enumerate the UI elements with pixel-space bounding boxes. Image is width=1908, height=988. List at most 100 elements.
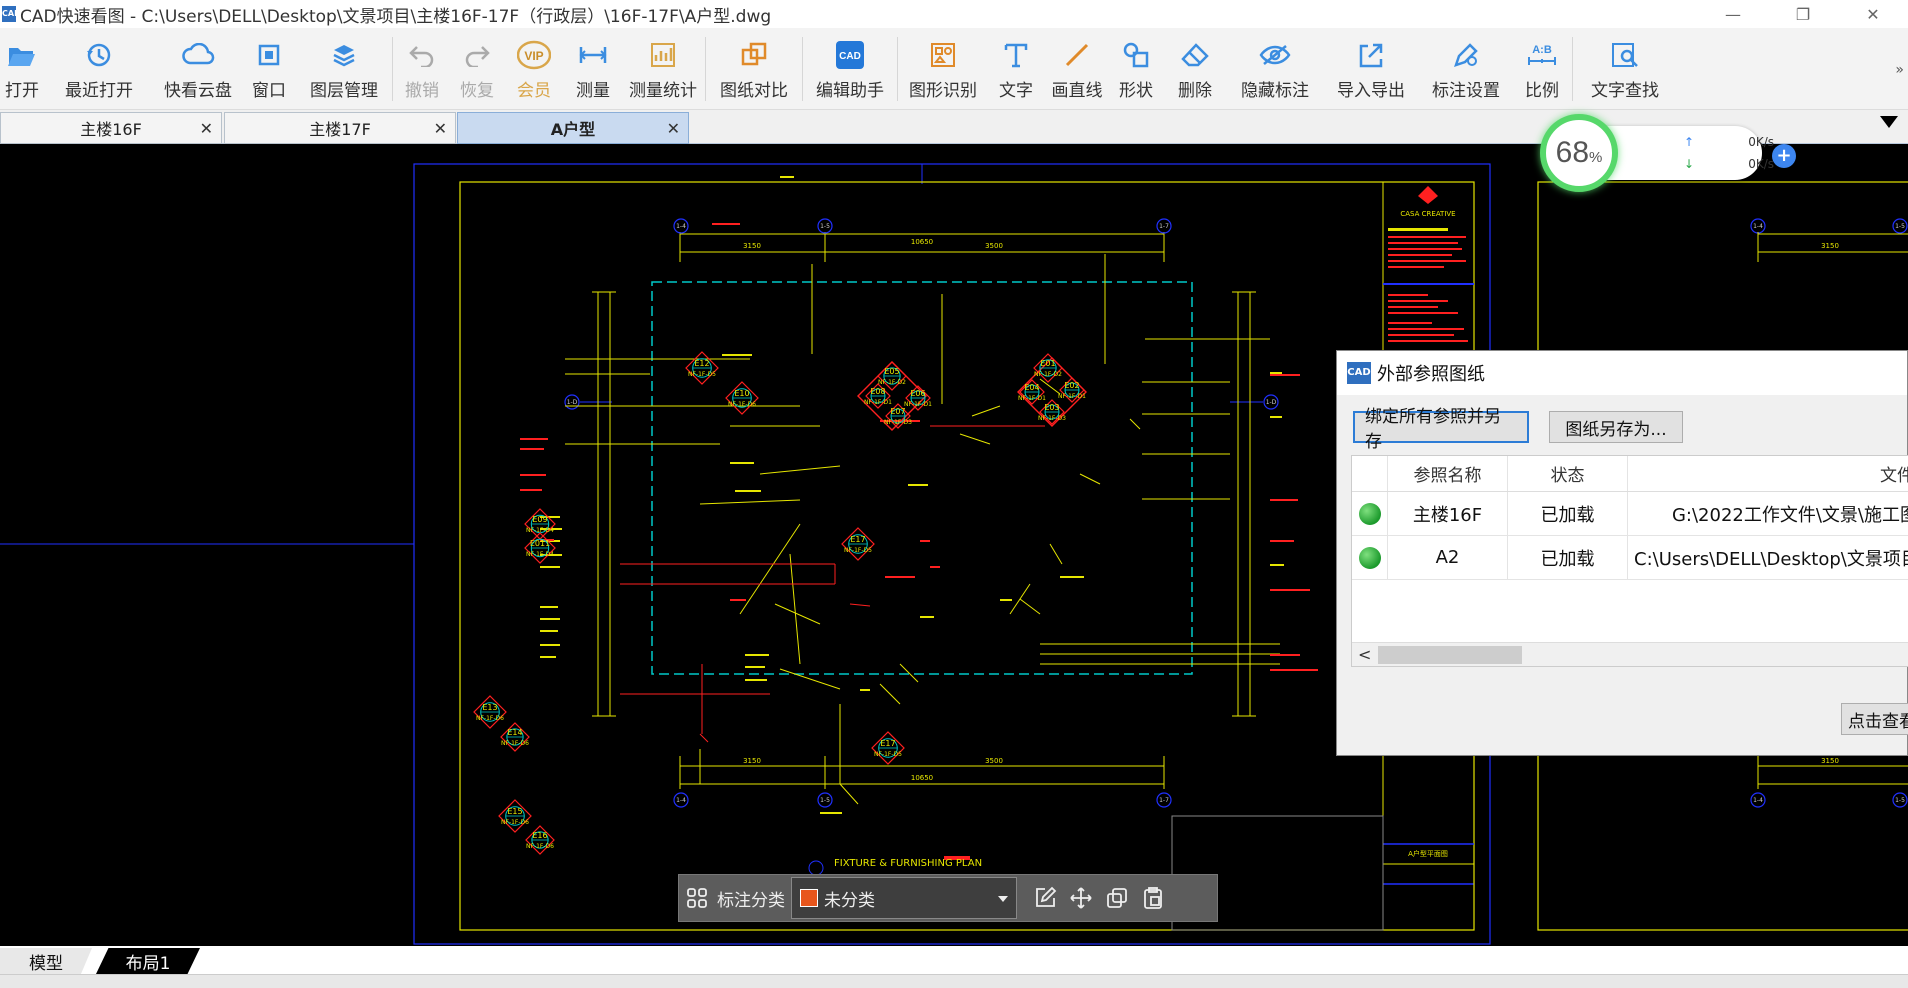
draw-line-button[interactable]: 画直线	[1044, 28, 1110, 110]
table-header: 参照名称 状态 文件	[1352, 456, 1908, 492]
paste-icon[interactable]	[1135, 880, 1171, 916]
shapes-button[interactable]: 形状	[1110, 28, 1162, 110]
tab-a-unit[interactable]: A户型 ✕	[457, 112, 689, 144]
toolbar-divider	[1572, 37, 1573, 101]
tag-diamond	[1019, 379, 1045, 405]
shape-recognize-label: 图形识别	[909, 81, 977, 101]
text-tool-button[interactable]: 文字	[988, 28, 1044, 110]
line-icon	[1063, 40, 1091, 70]
loaded-status-icon	[1358, 502, 1381, 525]
reference-table: 参照名称 状态 文件 主楼16F 已加载 G:\2022工作文件\文景\施工图 …	[1351, 455, 1908, 667]
measure-stats-button[interactable]: 测量统计	[621, 28, 705, 110]
edit-note-icon[interactable]	[1027, 880, 1063, 916]
tab-layout1[interactable]: 布局1	[96, 948, 200, 974]
scroll-left-arrow-icon[interactable]: <	[1358, 645, 1372, 664]
compare-button[interactable]: 图纸对比	[706, 28, 802, 110]
open-label: 打开	[5, 81, 39, 101]
minimize-button[interactable]: —	[1725, 4, 1741, 24]
copy-icon[interactable]	[1099, 880, 1135, 916]
tag-ref: NF-1F-D1	[904, 401, 932, 408]
edit-assistant-button[interactable]: CAD 编辑助手	[803, 28, 897, 110]
tag-id: E01	[1040, 359, 1055, 368]
tag-group-diamond	[857, 361, 927, 431]
redo-button[interactable]: 恢复	[451, 28, 503, 110]
view-details-button[interactable]: 点击查看	[1841, 703, 1908, 735]
table-row[interactable]: A2 已加载 C:\Users\DELL\Desktop\文景项目\主楼	[1352, 536, 1908, 580]
restore-button[interactable]: ❐	[1795, 4, 1811, 24]
delete-button[interactable]: 删除	[1162, 28, 1228, 110]
bind-all-save-button[interactable]: 绑定所有参照并另存	[1353, 407, 1529, 452]
measure-label: 测量	[576, 81, 610, 101]
annotation-category-select[interactable]: 未分类	[791, 877, 1017, 919]
percent-sign: %	[1589, 149, 1603, 166]
grid-bubble-label: 1-5	[820, 797, 830, 804]
upload-speed-value: 0K/s	[1748, 135, 1774, 149]
toolbar-divider	[802, 37, 803, 101]
cloud-drive-button[interactable]: 快看云盘	[154, 28, 242, 110]
import-export-label: 导入导出	[1337, 81, 1405, 101]
shapes-icon	[1122, 40, 1150, 70]
layout-tab-bar: 模型 布局1	[0, 946, 1908, 974]
cloud-drive-label: 快看云盘	[164, 81, 232, 101]
horizontal-scrollbar[interactable]: <	[1352, 642, 1908, 666]
shape-recognize-button[interactable]: 图形识别	[898, 28, 988, 110]
close-window-button[interactable]: ✕	[1866, 4, 1880, 24]
tab-list-dropdown-icon[interactable]	[1880, 116, 1898, 128]
annotation-settings-icon	[1452, 40, 1480, 70]
move-icon[interactable]	[1063, 880, 1099, 916]
table-row[interactable]: 主楼16F 已加载 G:\2022工作文件\文景\施工图	[1352, 492, 1908, 536]
titleblock-logo: CASA CREATIVE	[1400, 186, 1456, 218]
measure-button[interactable]: 测量	[565, 28, 621, 110]
import-export-button[interactable]: 导入导出	[1322, 28, 1420, 110]
scrollbar-thumb[interactable]	[1378, 646, 1522, 664]
tab-main-16f[interactable]: 主楼16F ✕	[0, 112, 222, 144]
tag-diamond	[865, 383, 891, 409]
tag-ref: NF-1F-D1	[1018, 395, 1046, 402]
save-drawing-as-button[interactable]: 图纸另存为...	[1549, 411, 1683, 443]
tag-ref: NF-1F-D6	[501, 740, 529, 747]
tab-close-icon[interactable]: ✕	[666, 119, 680, 138]
title-bar: CAD CAD快速看图 - C:\Users\DELL\Desktop\文景项目…	[0, 0, 1908, 28]
eye-hide-icon	[1259, 40, 1291, 70]
recent-open-button[interactable]: 最近打开	[44, 28, 154, 110]
tag-id: E16	[532, 831, 547, 840]
tag-id: E04	[1024, 383, 1039, 392]
tag-id: E011	[530, 539, 550, 548]
scale-button[interactable]: A:B 比例	[1512, 28, 1572, 110]
window-menu-button[interactable]: 窗口	[242, 28, 296, 110]
toolbar-overflow-button[interactable]: »	[1895, 62, 1904, 78]
column-header: 参照名称	[1388, 456, 1508, 491]
dimension-label: 3150	[743, 757, 761, 765]
column-header: 状态	[1508, 456, 1628, 491]
layer-manager-button[interactable]: 图层管理	[296, 28, 392, 110]
tab-close-icon[interactable]: ✕	[199, 119, 213, 138]
open-button[interactable]: 打开	[0, 28, 44, 110]
annotation-settings-button[interactable]: 标注设置	[1420, 28, 1512, 110]
grid-apps-icon[interactable]	[679, 880, 715, 916]
tab-label: 主楼16F	[80, 120, 142, 139]
hide-annotations-button[interactable]: 隐藏标注	[1228, 28, 1322, 110]
tab-model[interactable]: 模型	[0, 948, 92, 974]
tab-main-17f[interactable]: 主楼17F ✕	[224, 112, 456, 144]
network-speed-widget[interactable]: ↑ 0K/s ↓ 0K/s + 68%	[1540, 114, 1796, 192]
folder-open-icon	[7, 40, 37, 70]
clock-history-icon	[85, 40, 113, 70]
tag-diamond	[524, 532, 556, 564]
tab-label: 主楼17F	[309, 120, 371, 139]
tab-close-icon[interactable]: ✕	[433, 119, 447, 138]
compare-icon	[740, 40, 768, 70]
speed-boost-plus-icon[interactable]: +	[1772, 144, 1796, 168]
undo-icon	[408, 40, 436, 70]
vip-button[interactable]: VIP 会员	[503, 28, 565, 110]
text-search-button[interactable]: 文字查找	[1573, 28, 1677, 110]
tag-diamond	[1059, 377, 1085, 403]
tag-diamond	[1033, 353, 1063, 383]
loaded-status-icon	[1358, 546, 1381, 569]
undo-button[interactable]: 撤销	[393, 28, 451, 110]
